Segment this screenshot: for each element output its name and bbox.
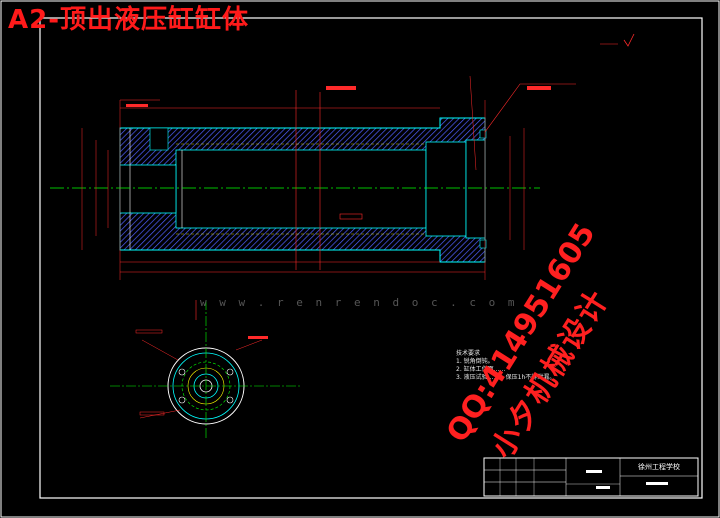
main-section-view: [50, 75, 576, 280]
tech-line: 3. 液压试验……，保压1h不得泄漏。: [456, 374, 556, 381]
school-name: 徐州工程学校: [638, 463, 680, 471]
roughness-symbol-icon: [600, 33, 635, 47]
drawing-title: A2-顶出液压缸缸体: [8, 5, 250, 35]
end-view: [110, 300, 300, 440]
title-block: [483, 457, 699, 497]
tech-line: 2. 缸体工作面……: [456, 366, 506, 373]
tech-line: 1. 锐角倒钝。: [456, 358, 494, 365]
tech-requirements: 技术要求 1. 锐角倒钝。 2. 缸体工作面…… 3. 液压试验……，保压1h不…: [456, 350, 555, 382]
inner-frame: [39, 17, 703, 499]
tech-heading: 技术要求: [456, 350, 481, 357]
watermark-url: w w w . r e n r e n d o c . c o m: [200, 296, 518, 309]
